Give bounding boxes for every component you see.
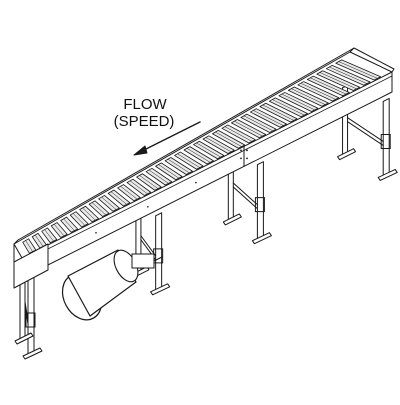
bolt-dot <box>240 149 242 152</box>
roller-highlight <box>177 154 199 168</box>
roller-highlight <box>291 89 325 105</box>
conveyor-frame <box>14 48 394 278</box>
foot-pad <box>223 214 241 225</box>
roller-highlight <box>320 72 357 88</box>
roller-highlight <box>263 105 294 120</box>
roller-highlight <box>158 165 178 179</box>
leg-brace <box>348 122 384 146</box>
support-legs <box>15 86 397 359</box>
front-leg <box>383 98 389 177</box>
roller-highlight <box>26 240 33 251</box>
leg-brace <box>233 187 257 209</box>
roller-highlight <box>111 192 127 205</box>
roller-highlight <box>329 67 367 84</box>
leg-brace <box>233 183 257 205</box>
flow-arrow-shaft <box>140 122 200 152</box>
roller-highlight <box>215 132 241 147</box>
roller-highlight <box>272 100 304 116</box>
right-end-plate <box>350 48 394 72</box>
bolt-dot <box>147 205 149 208</box>
roller-highlight <box>45 230 54 242</box>
roller-highlight <box>282 94 315 110</box>
front-leg <box>28 277 34 356</box>
roller-highlight <box>339 62 378 79</box>
roller-highlight <box>234 121 262 136</box>
drive-unit <box>14 244 162 321</box>
gear-reducer <box>132 254 154 268</box>
front-leg <box>156 213 162 292</box>
roller-highlight <box>102 197 117 210</box>
foot-pad <box>378 169 397 180</box>
roller-highlight <box>168 159 189 173</box>
speed-label: (SPEED) <box>113 113 175 130</box>
bolt-dot <box>246 157 248 160</box>
roller-highlight <box>225 127 252 142</box>
roller-highlight <box>196 143 220 157</box>
bolt-dot <box>240 157 242 160</box>
front-leg <box>257 162 263 241</box>
foot-pad <box>15 333 33 344</box>
roller-highlight <box>73 213 85 225</box>
drive-guard <box>14 244 48 288</box>
leg-brace <box>25 302 28 320</box>
roller-highlight <box>83 208 96 220</box>
roller-highlight <box>253 110 283 125</box>
flow-arrow <box>134 122 200 155</box>
roller-highlight <box>130 181 148 194</box>
rail-lip <box>22 76 392 262</box>
far-side-rail <box>14 48 354 244</box>
foot-pad <box>23 348 42 359</box>
roller-highlight <box>121 186 138 199</box>
leg-adjuster <box>26 313 35 327</box>
roller-highlight <box>149 170 168 183</box>
roller-highlight <box>310 78 346 94</box>
roller-highlight <box>64 219 75 231</box>
roller-highlight <box>187 148 210 162</box>
roller-highlight <box>301 83 336 99</box>
roller-highlight <box>35 235 43 246</box>
near-side-rail <box>22 72 392 278</box>
leg-brace <box>348 118 384 142</box>
foot-pad <box>151 284 170 295</box>
flow-label: FLOW <box>123 96 167 113</box>
bolt-dot <box>95 232 97 234</box>
bolt-dot <box>246 149 248 152</box>
roller-highlight <box>140 175 158 188</box>
foot-pad <box>338 149 356 160</box>
roller-highlight <box>244 116 273 131</box>
roller-bed <box>23 60 381 253</box>
foot-pad <box>252 233 271 244</box>
bolt-dot <box>195 181 197 184</box>
roller-highlight <box>92 203 106 215</box>
flow-arrow-head <box>134 146 147 155</box>
leg-adjuster <box>255 198 264 212</box>
roller-highlight <box>54 224 64 236</box>
roller-highlight <box>206 137 231 151</box>
leg-adjuster <box>381 134 390 148</box>
drive-shaft <box>154 257 162 261</box>
